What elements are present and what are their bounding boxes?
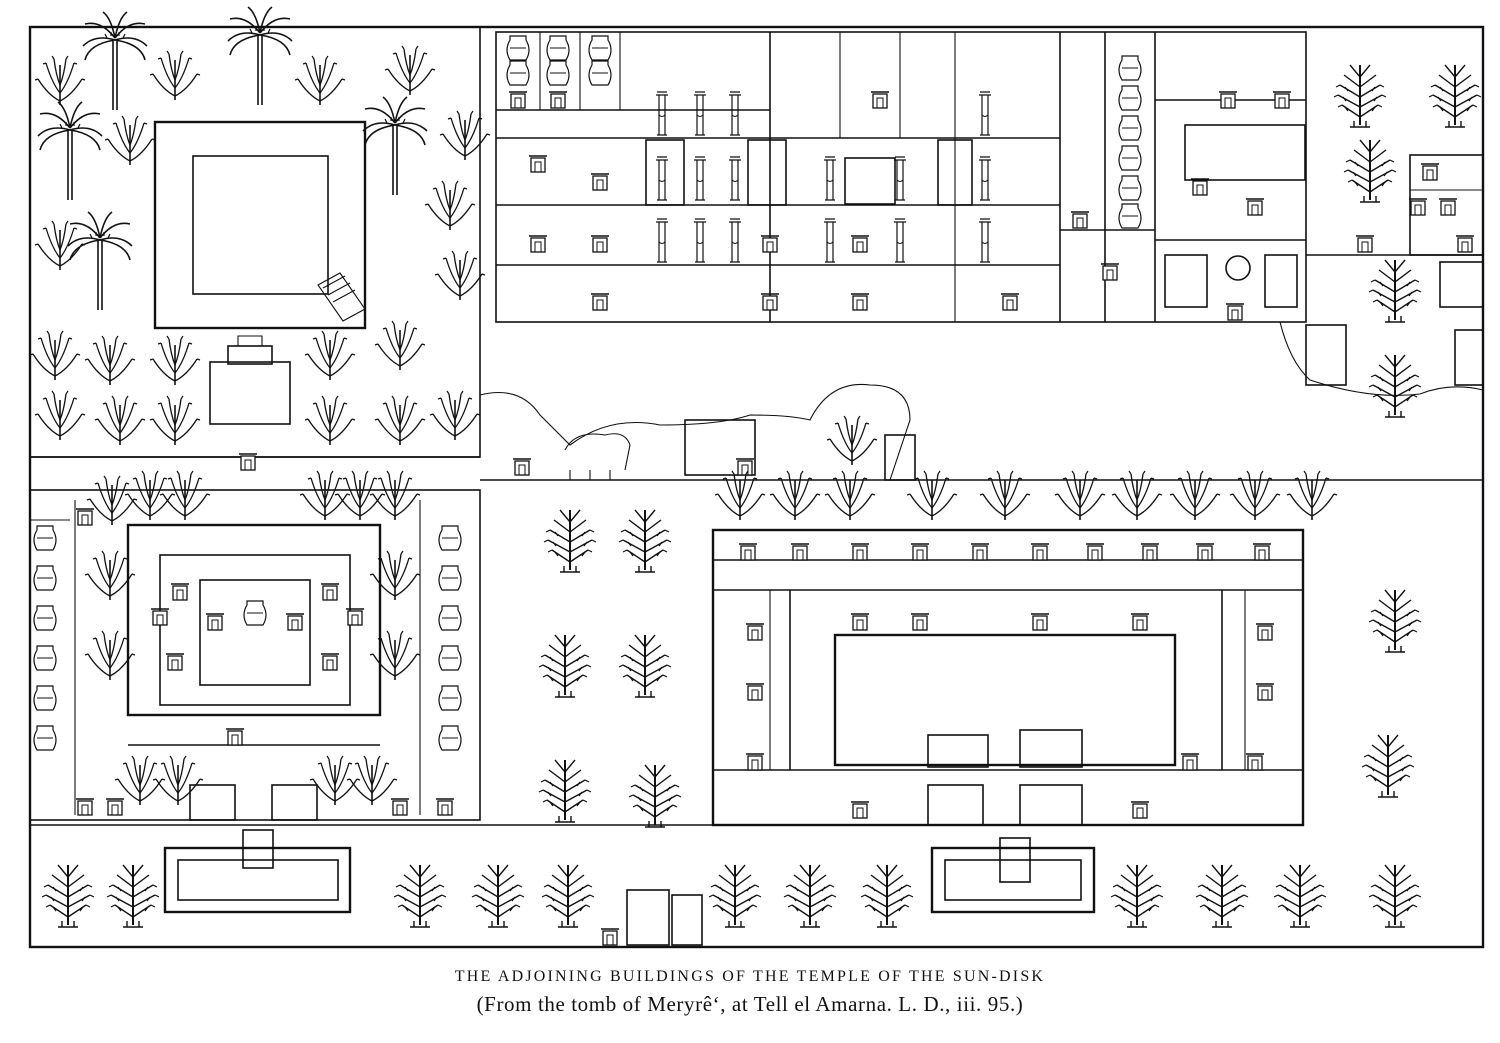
pool-icon xyxy=(163,846,1096,914)
figure-source-note: (From the tomb of Meryrê‘, at Tell el Am… xyxy=(476,992,1024,1016)
north-east-chambers xyxy=(1279,64,1484,418)
tree-icon xyxy=(41,864,1422,928)
garden-pool-enclosure xyxy=(29,6,491,458)
doorway-icon xyxy=(1355,163,1475,253)
tree-icon xyxy=(84,470,421,806)
column-icon xyxy=(655,91,992,263)
storage-jar-icon xyxy=(506,35,1142,229)
palm-tree-icon xyxy=(37,6,428,311)
colonnaded-court xyxy=(711,528,1305,827)
figure-title: THE ADJOINING BUILDINGS OF THE TEMPLE OF… xyxy=(454,968,1046,985)
tree-icon xyxy=(29,45,491,446)
tree-avenue xyxy=(538,470,1422,828)
cattle-icon xyxy=(564,433,631,480)
tree-icon xyxy=(538,470,1422,828)
storerooms-block xyxy=(495,31,1307,323)
storage-jar-icon xyxy=(33,525,462,751)
south-gardens-pools xyxy=(30,824,1422,946)
doorway-icon xyxy=(738,543,1275,819)
ruined-strip xyxy=(30,383,1483,481)
west-storehouse xyxy=(29,470,481,821)
temple-plan-drawing xyxy=(28,6,1485,949)
